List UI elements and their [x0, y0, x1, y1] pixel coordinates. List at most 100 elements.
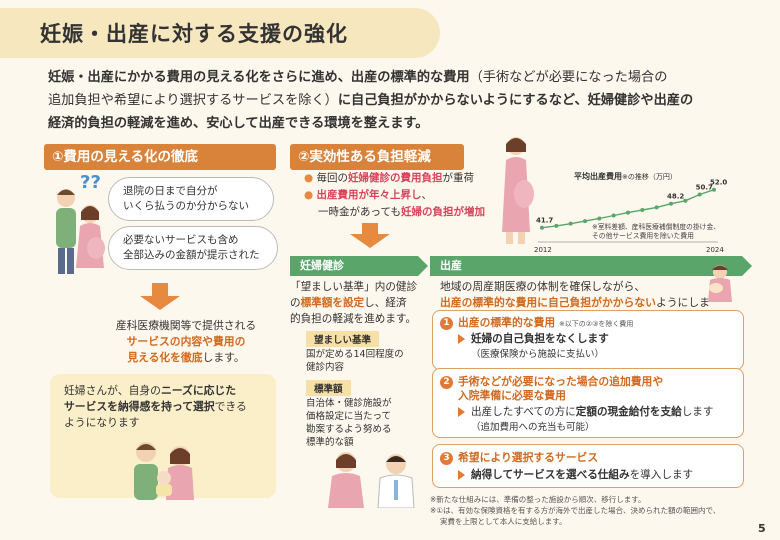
- tab-birth-point: [742, 256, 752, 276]
- page-title: 妊娠・出産に対する支援の強化: [40, 22, 348, 46]
- yellow-p3: ようになります: [64, 416, 140, 429]
- chart-data-label: 50.7: [696, 183, 713, 191]
- birth-line1: 地域の周産期医療の体制を確保しながら、: [440, 280, 646, 293]
- card1-title-text: 出産の標準的な費用: [458, 316, 556, 329]
- bullet-1: ● 毎回の妊婦健診の費用負担が重荷: [304, 170, 474, 186]
- chart-point: [597, 216, 602, 221]
- chart-data-label: 48.2: [667, 193, 684, 201]
- bullet1-pink: 妊婦健診の費用負担: [348, 172, 443, 184]
- label-standard: 標準額: [306, 380, 351, 396]
- arrow-down-head-icon: [140, 296, 180, 310]
- chart-point: [583, 219, 587, 224]
- chart-x-tick-label: 2012: [534, 246, 552, 254]
- desirable-line1: 国が定める14回程度の: [306, 349, 404, 360]
- chart-series-line: [541, 189, 715, 229]
- card-standard-cost: [432, 310, 744, 370]
- label-desirable: 望ましい基準: [306, 331, 380, 347]
- card1-body: 妊婦の自己負担をなくします （医療保険から施設に支払い）: [458, 332, 609, 362]
- standard-line2: 価格設定に当たって: [306, 411, 392, 422]
- chart-data-label: 41.7: [536, 217, 553, 225]
- bullet2-pink: 出産費用が年々上昇し: [316, 189, 422, 201]
- bubble2-line2: 全部込みの金額が提示された: [123, 249, 260, 261]
- birth-line2-bold: 出産の標準的な費用に自己負担がかからない: [440, 296, 656, 309]
- family-illustration: [134, 442, 194, 500]
- chart-point: [626, 210, 630, 215]
- section1-result: 産科医療機関等で提供される サービスの内容や費用の 見える化を徹底します。: [86, 318, 286, 366]
- doctor-patient-illustration: [328, 452, 415, 508]
- footnote-2: ※①は、有効な保険資格を有する方が海外で出産した場合、決められた額の範囲内で、: [430, 506, 721, 515]
- bubble1-line1: 退院の日まで自分が: [123, 185, 218, 197]
- chart-data-label: 52.0: [710, 179, 727, 187]
- chart-title: 平均出産費用※の推移（万円）: [574, 171, 677, 182]
- section2-header: ②実効性ある負担軽減: [290, 144, 464, 170]
- card1-title-note: ※以下の②③を除く費用: [558, 320, 634, 328]
- benefit-text: 妊婦さんが、自身のニーズに応じた サービスを納得感を持って選択できる ようになり…: [64, 383, 264, 431]
- couple-illustration: ??: [56, 172, 105, 274]
- triangle-right-icon: [458, 470, 465, 480]
- checkup-line1: 「望ましい基準」内の健診: [290, 281, 418, 293]
- card3-title: 希望により選択するサービス: [458, 451, 599, 464]
- chart-point: [640, 208, 645, 212]
- tab-birth: 出産: [430, 256, 742, 276]
- card2-title-line1: 手術などが必要になった場合の追加費用や: [458, 375, 664, 388]
- intro-line1-normal: （手術などが必要になった場合の: [469, 70, 668, 85]
- card1-body-line1: 妊婦の自己負担をなくします: [471, 333, 609, 345]
- card2-body-post: します: [681, 406, 714, 418]
- chart-point: [540, 225, 544, 230]
- chart-point: [712, 187, 716, 192]
- bullet-dot-icon: ●: [304, 172, 314, 184]
- card3-number: 3: [440, 452, 453, 465]
- mother-baby-icon: [708, 265, 732, 302]
- svg-text:??: ??: [80, 172, 101, 193]
- yellow-p1-bold: ニーズに応じた: [160, 384, 237, 397]
- chart-point: [568, 221, 573, 226]
- desirable-text: 国が定める14回程度の 健診内容: [306, 348, 404, 374]
- chart-point: [669, 201, 673, 206]
- intro-line3: 経済的負担の軽減を進め、安心して出産できる環境を整えます。: [48, 116, 429, 131]
- checkup-description: 「望ましい基準」内の健診 の標準額を設定し、経済 的負担の軽減を進めます。: [290, 279, 426, 327]
- bullet-3: 一時金があっても妊婦の負担が増加: [318, 204, 485, 220]
- standard-line1: 自治体・健診施設が: [306, 398, 392, 409]
- page-number: 5: [758, 522, 766, 535]
- chart-unit: （万円）: [648, 173, 677, 181]
- card2-body-line2: （追加費用への充当も可能）: [471, 422, 595, 433]
- triangle-right-icon: [458, 407, 465, 417]
- card1-body-line2: （医療保険から施設に支払い）: [471, 349, 605, 360]
- bubble1-line2: いくら払うのか分からない: [123, 200, 249, 212]
- result-line3-tail: します。: [202, 351, 245, 364]
- card2-body: 出産したすべての方に定額の現金給付を支給します （追加費用への充当も可能）: [458, 405, 714, 435]
- chart-note-line2: その他サービス費用を除いた費用: [592, 232, 694, 240]
- tab-checkup: 妊婦健診: [290, 256, 418, 276]
- standard-line4: 標準的な額: [306, 437, 354, 448]
- chart-point: [683, 198, 688, 203]
- chart-title-text: 平均出産費用: [574, 172, 622, 181]
- chart-note: ※室料差額、産科医療補償制度の掛け金、 その他サービス費用を除いた費用: [592, 223, 752, 241]
- arrow-down-icon: [152, 283, 168, 297]
- bullet-dot-icon: ●: [304, 189, 314, 201]
- chart-point: [554, 223, 559, 228]
- checkup-line3: 的負担の軽減を進めます。: [290, 313, 417, 325]
- bullet3-pink: 妊婦の負担が増加: [400, 206, 485, 218]
- intro-line2-normal: 追加負担や希望により選択するサービスを除く）: [48, 93, 338, 108]
- bullet1-pre: 毎回の: [316, 172, 349, 184]
- card-optional-service: [432, 444, 744, 488]
- desirable-line2: 健診内容: [306, 362, 345, 373]
- footnote-1: ※新たな仕組みには、準備の整った施設から順次、移行します。: [430, 495, 646, 504]
- card1-title: 出産の標準的な費用 ※以下の②③を除く費用: [458, 316, 633, 331]
- title-bar: [0, 8, 440, 58]
- bullet-2: ● 出産費用が年々上昇し、: [304, 187, 432, 203]
- card2-title: 手術などが必要になった場合の追加費用や 入院準備に必要な費用: [458, 375, 663, 403]
- result-line2: サービスの内容や費用の: [126, 335, 246, 348]
- checkup-line2-bold: 標準額を設定: [300, 297, 365, 309]
- card2-body-pre: 出産したすべての方に: [471, 406, 576, 418]
- intro-line2-bold: に自己負担がかからないようにするなど、妊婦健診や出産の: [337, 93, 694, 108]
- standard-line3: 勘案するよう努める: [306, 424, 392, 435]
- speech-bubble-1: 退院の日まで自分が いくら払うのか分からない: [108, 177, 274, 221]
- bullet3-pre: 一時金があっても: [318, 206, 401, 218]
- card2-body-bold: 定額の現金給付を支給: [575, 406, 682, 418]
- chart-point: [697, 192, 702, 197]
- card3-body: 納得してサービスを選べる仕組みを導入します: [458, 468, 693, 483]
- card2-number: 2: [440, 376, 453, 389]
- checkup-line2-post: し、経済: [364, 297, 407, 309]
